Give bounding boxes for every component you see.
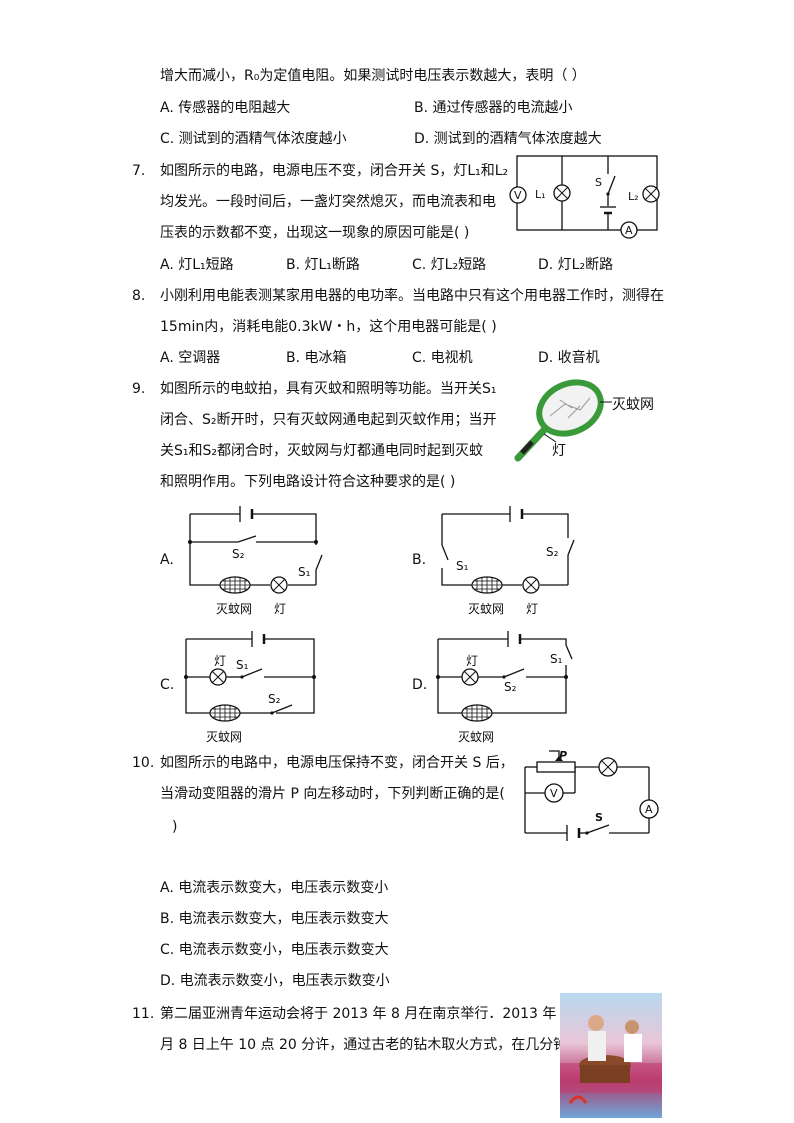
q7-battery-icon [600, 206, 616, 215]
lamp-icon [522, 576, 540, 594]
lamp-label: 灯 [526, 602, 538, 616]
ammeter-icon: A [639, 799, 659, 819]
net-label: 灭蚊网 [458, 729, 494, 744]
mosquito-net-icon [461, 704, 493, 722]
switch-s2-label: S₂ [232, 547, 245, 561]
svg-text:A: A [645, 803, 653, 816]
q11-line-1: 第二届亚洲青年运动会将于 2013 年 8 月在南京举行．2013 年 5 [160, 1006, 570, 1022]
slider-p-label: P [559, 749, 567, 762]
q11-line-2: 月 8 日上午 10 点 20 分许，通过古老的钻木取火方式，在几分钟 [160, 1037, 568, 1053]
rheostat-icon [536, 756, 576, 773]
q7-voltmeter-icon: V [509, 186, 527, 204]
q7-l2-label: L₂ [628, 190, 639, 203]
switch-s1-label: S₁ [298, 565, 311, 579]
q6-option-b: B. 通过传感器的电流越小 [414, 100, 573, 116]
q10-option-a: A. 电流表示数变大，电压表示数变小 [160, 880, 389, 896]
battery-icon [251, 631, 266, 647]
lamp-label: 灯 [214, 654, 226, 668]
torch-lighting-photo [560, 993, 662, 1118]
q8-option-d: D. 收音机 [538, 350, 600, 366]
switch-s1-label: S₁ [456, 559, 469, 573]
intro-line: 增大而减小，R₀为定值电阻。如果测试时电压表示数越大，表明（ ） [160, 68, 586, 84]
q9-option-d-circuit: 灯 S₁ S₂ 灭蚊网 [436, 631, 573, 744]
q8-option-a: A. 空调器 [160, 350, 221, 366]
mosquito-net-icon [471, 576, 503, 594]
svg-text:V: V [514, 189, 522, 202]
q10-number: 10. [132, 755, 155, 771]
q10-option-d: D. 电流表示数变小，电压表示数变小 [160, 973, 390, 989]
q10-line-3: ) [172, 819, 178, 835]
q7-option-b: B. 灯L₁断路 [286, 257, 360, 273]
lamp-icon [461, 668, 479, 686]
q8-line-2: 15min内，消耗电能0.3kW・h，这个用电器可能是( ) [160, 319, 497, 335]
battery-icon [566, 825, 581, 841]
q10-line-1: 如图所示的电路中，电源电压保持不变，闭合开关 S 后， [160, 755, 514, 771]
q9-option-c-letter: C. [160, 677, 175, 693]
q8-number: 8. [132, 288, 146, 304]
q10-line-2: 当滑动变阻器的滑片 P 向左移动时，下列判断正确的是( [160, 786, 505, 802]
q9-number: 9. [132, 381, 146, 397]
q7-switch-icon [604, 174, 616, 196]
q9-option-b-circuit: S₁ S₂ 灭蚊网 灯 [441, 506, 575, 616]
q8-line-1: 小刚利用电能表测某家用电器的电功率。当电路中只有这个用电器工作时，测得在 [160, 288, 664, 304]
q7-lamp-l1-icon [553, 184, 571, 202]
q6-option-a: A. 传感器的电阻越大 [160, 100, 291, 116]
mosquito-net-icon [219, 576, 251, 594]
q7-line-3: 压表的示数都不变，出现这一现象的原因可能是( ) [160, 225, 470, 241]
q7-option-c: C. 灯L₂短路 [412, 257, 487, 273]
racket-lamp-label: 灯 [552, 443, 566, 459]
voltmeter-icon: V [544, 783, 564, 803]
racket-icon [514, 379, 604, 462]
q7-l1-label: L₁ [535, 188, 546, 201]
net-label: 灭蚊网 [468, 601, 504, 616]
q8-option-b: B. 电冰箱 [286, 350, 347, 366]
net-label: 灭蚊网 [206, 729, 242, 744]
lamp-icon [209, 668, 227, 686]
q7-s-label: S [595, 176, 602, 189]
mosquito-net-icon [209, 704, 241, 722]
switch-s2-label: S₂ [268, 692, 281, 706]
q7-lamp-l2-icon [642, 185, 660, 203]
q9-line-3: 关S₁和S₂都闭合时，灭蚊网与灯都通电同时起到灭蚊 [160, 443, 483, 459]
battery-icon [509, 506, 524, 522]
lamp-label: 灯 [274, 602, 286, 616]
battery-icon [239, 506, 254, 522]
lamp-icon [598, 757, 618, 777]
q10-option-c: C. 电流表示数变小，电压表示数变大 [160, 942, 389, 958]
q11-number: 11. [132, 1006, 155, 1022]
switch-s2-label: S₂ [546, 545, 559, 559]
q7-option-d: D. 灯L₂断路 [538, 257, 614, 273]
lamp-icon [270, 576, 288, 594]
q9-option-d-letter: D. [412, 677, 428, 693]
q7-line-2: 均发光。一段时间后，一盏灯突然熄灭，而电流表和电 [160, 194, 496, 210]
q9-line-4: 和照明作用。下列电路设计符合这种要求的是( ) [160, 474, 456, 490]
switch-s2-label: S₂ [504, 680, 517, 694]
q10-option-b: B. 电流表示数变大，电压表示数变大 [160, 911, 389, 927]
q6-option-c: C. 测试到的酒精气体浓度越小 [160, 131, 347, 147]
q10-circuit-diagram: P V A S [524, 749, 659, 841]
battery-icon [507, 631, 522, 647]
q9-option-a-circuit: S₂ S₁ 灭蚊网 灯 [188, 506, 323, 616]
svg-text:A: A [625, 224, 633, 237]
q7-circuit-diagram: V L₁ S L₂ A [509, 155, 660, 239]
q7-line-1: 如图所示的电路，电源电压不变，闭合开关 S，灯L₁和L₂ [160, 163, 509, 179]
switch-s1-label: S₁ [550, 652, 563, 666]
net-label: 灭蚊网 [216, 601, 252, 616]
q6-option-d: D. 测试到的酒精气体浓度越大 [414, 131, 602, 147]
lamp-label: 灯 [466, 654, 478, 668]
q9-option-a-letter: A. [160, 552, 174, 568]
q9-option-b-letter: B. [412, 552, 427, 568]
q8-option-c: C. 电视机 [412, 350, 473, 366]
q9-line-2: 闭合、S₂断开时，只有灭蚊网通电起到灭蚊作用；当开 [160, 412, 497, 428]
q9-option-c-circuit: 灯 S₁ S₂ 灭蚊网 [184, 631, 316, 744]
q7-ammeter-icon: A [620, 221, 638, 239]
switch-s1-label: S₁ [236, 658, 249, 672]
q9-line-1: 如图所示的电蚊拍，具有灭蚊和照明等功能。当开关S₁ [160, 381, 497, 397]
switch-s-label: S [595, 811, 603, 824]
q7-number: 7. [132, 163, 146, 179]
q7-option-a: A. 灯L₁短路 [160, 257, 234, 273]
q9-racket-illustration: 灭蚊网 灯 [514, 379, 654, 462]
racket-net-label: 灭蚊网 [612, 397, 654, 413]
svg-text:V: V [550, 787, 558, 800]
